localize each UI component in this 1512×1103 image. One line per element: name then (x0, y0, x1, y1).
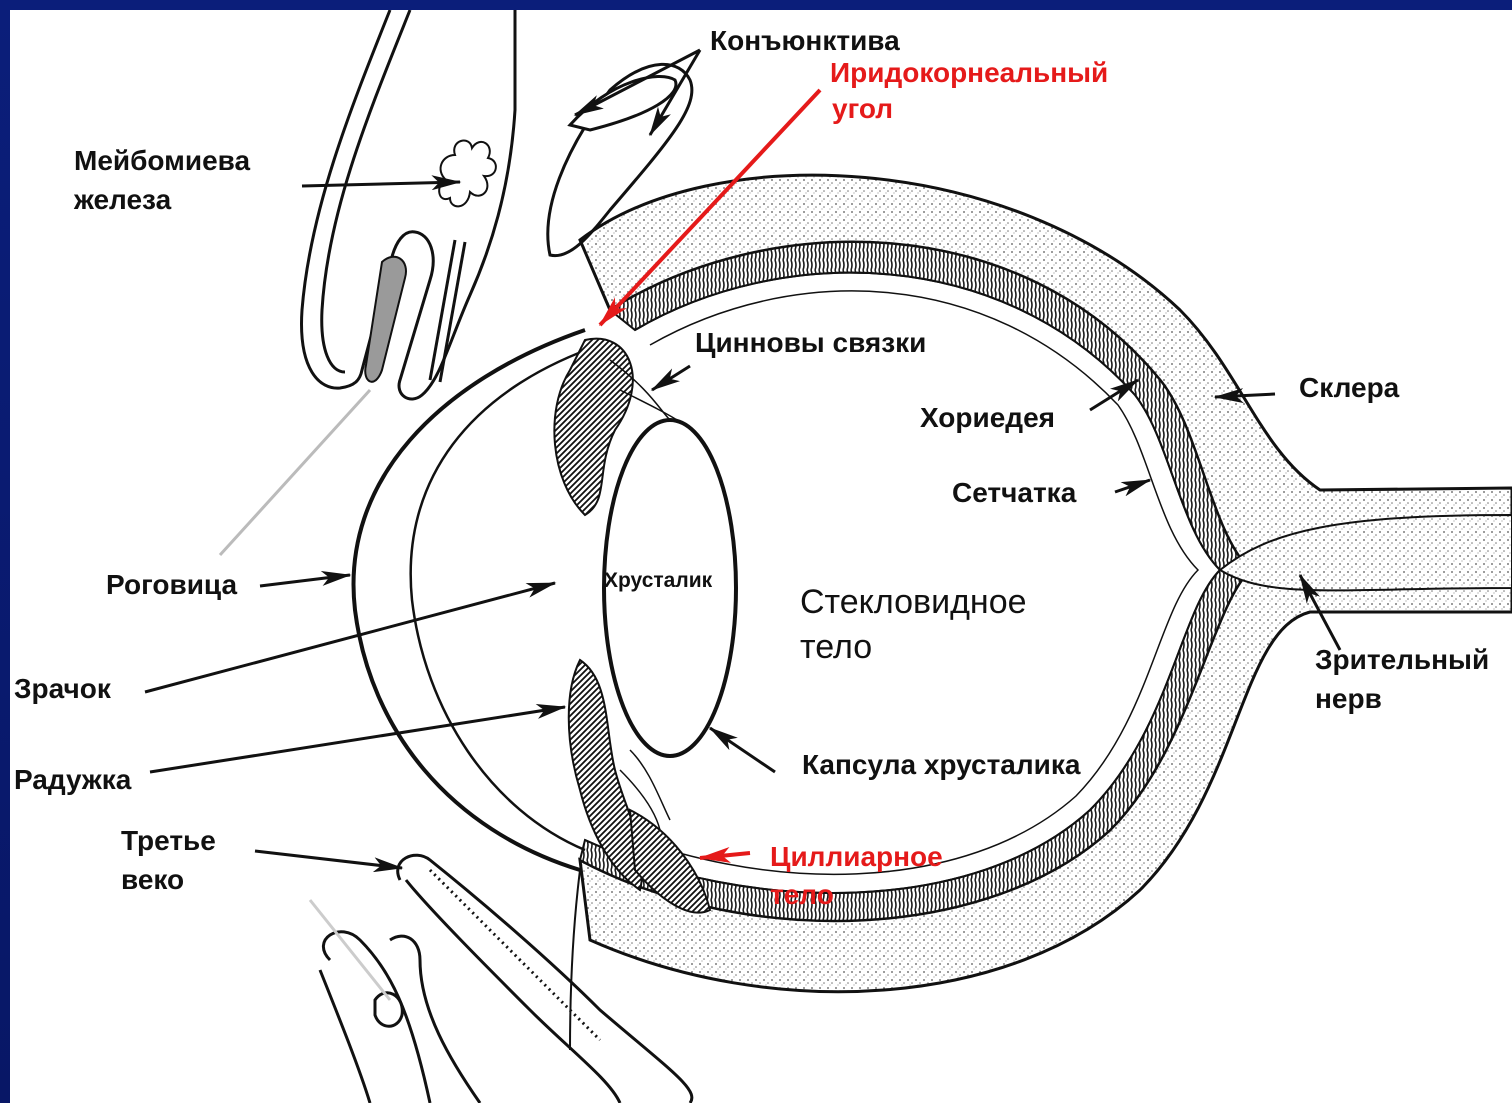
label-ciliary-body-2: тело (770, 876, 834, 914)
label-optic-nerve-2: нерв (1315, 680, 1382, 718)
label-zonules: Цинновы связки (695, 324, 926, 362)
cornea-shape (354, 330, 585, 870)
meibomian-gland-shape (439, 141, 496, 207)
arrow-third-eyelid (255, 851, 402, 868)
label-cornea: Роговица (106, 566, 237, 604)
label-sclera: Склера (1299, 369, 1399, 407)
arrow-cornea (260, 575, 350, 586)
upper-eyelid (302, 10, 692, 399)
diagram-canvas: Конъюнктива Иридокорнеальный угол Мейбом… (10, 10, 1512, 1103)
label-iridocorneal-angle-2: угол (832, 90, 893, 128)
label-vitreous-1: Стекловидное (800, 580, 1027, 624)
label-meibomian-gland-2: железа (74, 181, 171, 219)
label-lens-capsule: Капсула хрусталика (802, 746, 1080, 784)
arrow-lens-capsule (710, 728, 775, 772)
label-meibomian-gland-1: Мейбомиева (74, 142, 250, 180)
arrow-ciliary-body (700, 853, 750, 858)
label-vitreous-2: тело (800, 625, 872, 669)
label-iris: Радужка (14, 761, 131, 799)
label-ciliary-body-1: Циллиарное (770, 838, 943, 876)
arrow-retina (1115, 480, 1150, 492)
label-iridocorneal-angle-1: Иридокорнеальный (830, 54, 1108, 92)
label-pupil: Зрачок (14, 670, 111, 708)
label-choroid: Хориедея (920, 399, 1055, 437)
label-third-eyelid-1: Третье (121, 822, 216, 860)
label-optic-nerve-1: Зрительный (1315, 641, 1489, 679)
arrow-zonules (652, 366, 690, 390)
arrow-iris (150, 707, 565, 772)
label-third-eyelid-2: веко (121, 861, 184, 899)
label-retina: Сетчатка (952, 474, 1076, 512)
label-lens: Хрусталик (604, 568, 712, 594)
